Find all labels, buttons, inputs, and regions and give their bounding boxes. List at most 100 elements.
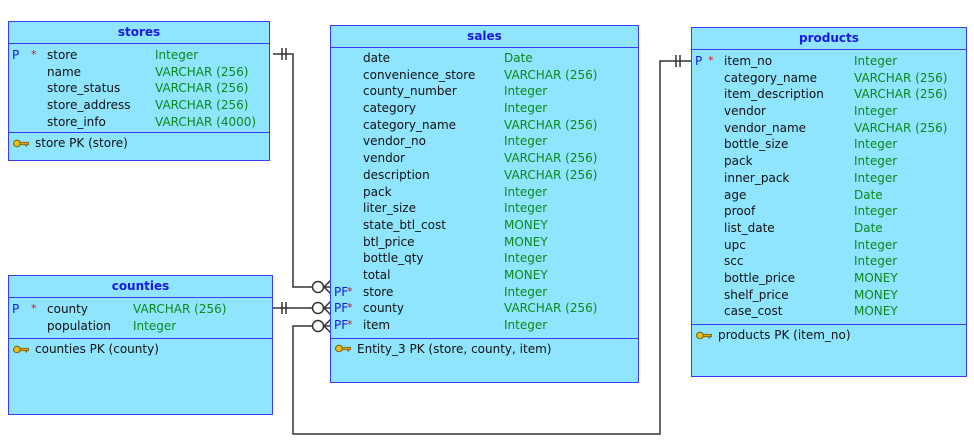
column-type: Integer	[504, 201, 548, 216]
column-type: Integer	[504, 84, 548, 99]
column-type: VARCHAR (256)	[155, 81, 249, 96]
key-icon	[696, 326, 712, 346]
column-type: Integer	[133, 318, 177, 333]
column-name: total	[363, 267, 391, 282]
column-type: MONEY	[854, 304, 898, 319]
relationship-stores-sales[interactable]	[273, 48, 332, 295]
column-name: store_info	[47, 114, 106, 129]
column-name: scc	[724, 254, 744, 269]
column-key-flag: P	[12, 302, 20, 316]
column-name: store	[363, 284, 394, 299]
column-type: Date	[854, 220, 883, 235]
column-type: MONEY	[854, 287, 898, 302]
column-type: VARCHAR (256)	[854, 87, 948, 102]
column-type: Integer	[854, 237, 898, 252]
column-type: Integer	[854, 170, 898, 185]
column-name: name	[47, 64, 82, 79]
column-type: VARCHAR (256)	[504, 301, 598, 316]
column-row[interactable]: store_status VARCHAR (256)	[9, 80, 269, 97]
column-type: Date	[504, 51, 533, 65]
column-type: Integer	[854, 137, 898, 152]
column-name: shelf_price	[724, 287, 789, 302]
column-key-flag: P	[12, 48, 20, 62]
column-row[interactable]: liter_size Integer	[331, 200, 638, 217]
primary-key: counties PK (county)	[9, 339, 272, 359]
column-name: convenience_store	[363, 67, 476, 82]
column-name: vendor	[724, 104, 766, 119]
column-row[interactable]: vendor_no Integer	[331, 133, 638, 150]
column-type: Integer	[854, 54, 898, 68]
column-row[interactable]: convenience_store VARCHAR (256)	[331, 67, 638, 84]
column-type: Integer	[504, 134, 548, 149]
primary-key-label: counties PK (county)	[35, 342, 159, 357]
column-type: VARCHAR (256)	[504, 67, 598, 82]
primary-key-label: products PK (item_no)	[718, 328, 851, 342]
column-type: Integer	[854, 154, 898, 169]
key-icon	[13, 134, 29, 154]
column-type: Integer	[155, 48, 199, 62]
column-type: VARCHAR (256)	[854, 70, 948, 85]
column-row[interactable]: total MONEY	[331, 267, 638, 284]
primary-key: store PK (store)	[9, 133, 269, 153]
required-marker: *	[31, 48, 37, 61]
column-name: category_name	[363, 117, 457, 132]
column-name: store_status	[47, 81, 121, 96]
column-name: proof	[724, 204, 756, 219]
column-name: vendor_no	[363, 134, 426, 149]
column-row[interactable]: shelf_price MONEY	[692, 287, 966, 304]
required-marker: *	[31, 302, 37, 315]
column-type: VARCHAR (256)	[133, 302, 227, 316]
column-name: liter_size	[363, 201, 416, 216]
column-name: vendor_name	[724, 120, 807, 135]
column-name: store_address	[47, 98, 131, 113]
column-name: item	[363, 318, 391, 332]
relationship-counties-sales[interactable]	[273, 300, 332, 316]
column-type: Integer	[504, 251, 548, 266]
key-icon	[13, 340, 29, 360]
column-name: state_btl_cost	[363, 217, 446, 232]
column-type: Integer	[504, 318, 548, 332]
column-type: MONEY	[504, 267, 548, 282]
column-type: Integer	[504, 184, 548, 199]
primary-key-label: Entity_3 PK (store, county, item)	[357, 341, 552, 356]
